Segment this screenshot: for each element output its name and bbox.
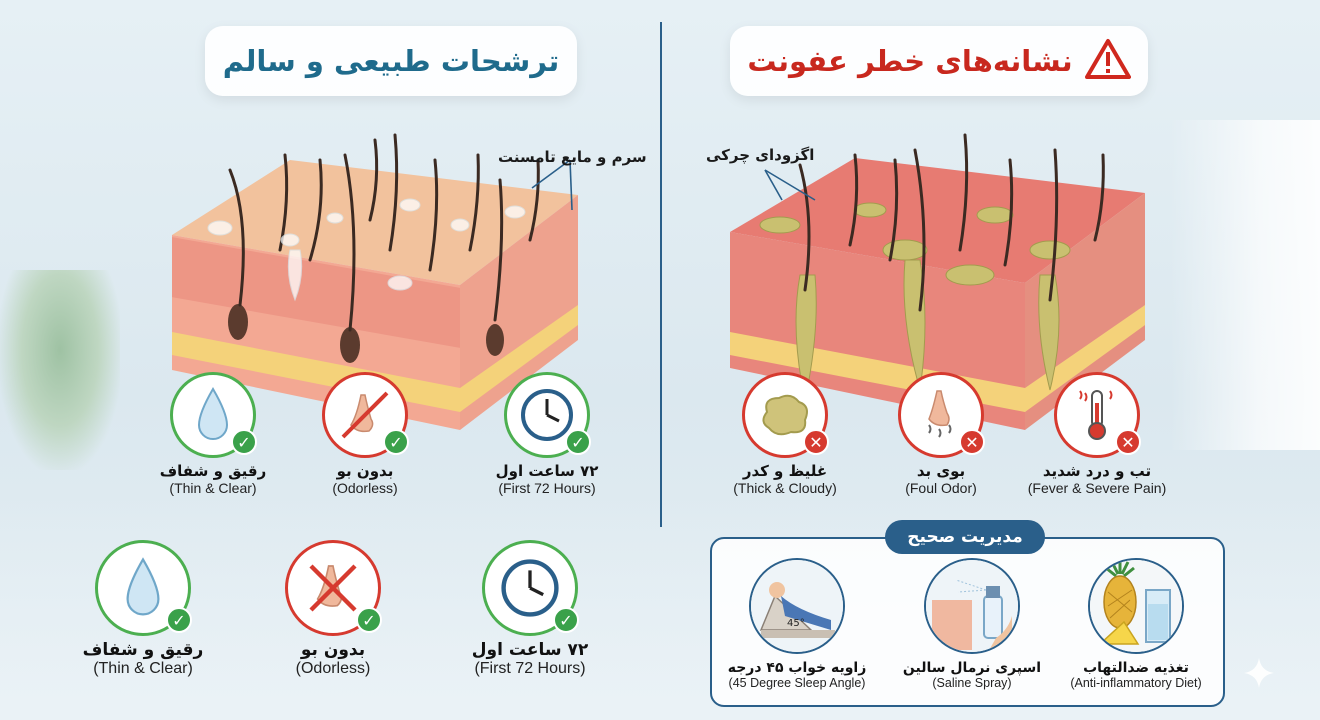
odorless-large-label-en: (Odorless) [295, 660, 371, 677]
check-icon: ✓ [231, 429, 257, 455]
first-72-large-label-en: (First 72 Hours) [474, 660, 586, 677]
management-title: مدیریت صحیح [885, 520, 1045, 554]
first-72-label-fa: ۷۲ ساعت اول [495, 462, 599, 480]
odorless-item-large: ✓ بدون بو (Odorless) [248, 540, 418, 678]
foul-odor-label-en: (Foul Odor) [905, 480, 977, 496]
diet-item: تغذیه ضدالتهاب (Anti-inflammatory Diet) [1056, 558, 1216, 690]
background-window [1170, 120, 1320, 450]
sleep-angle-label-en: (45 Degree Sleep Angle) [728, 676, 866, 690]
fever-label-fa: تب و درد شدید [1042, 462, 1152, 480]
pus-callout: اگزودای چرکی [706, 146, 815, 164]
thin-clear-large-label-fa: رقیق و شفاف [82, 640, 204, 660]
x-icon: ✕ [803, 429, 829, 455]
warning-icon [1084, 38, 1131, 84]
sleeping-angle-icon: 45° [749, 558, 845, 654]
smelling-nose-icon: ✕ [898, 372, 985, 458]
healthy-title-pill: ترشحات طبیعی و سالم [205, 26, 577, 96]
check-icon: ✓ [166, 607, 192, 633]
check-icon: ✓ [565, 429, 591, 455]
saline-spray-label-fa: اسپری نرمال سالین [902, 660, 1042, 676]
thick-cloudy-label-en: (Thick & Cloudy) [733, 480, 837, 496]
thin-clear-item: ✓ رقیق و شفاف (Thin & Clear) [128, 372, 298, 496]
sparkle-icon [1242, 656, 1276, 690]
center-divider [660, 22, 662, 527]
healthy-skin-illustration [160, 100, 580, 430]
background-plant [0, 270, 120, 470]
thin-clear-label-en: (Thin & Clear) [169, 480, 257, 496]
thin-clear-item-large: ✓ رقیق و شفاف (Thin & Clear) [58, 540, 228, 678]
crossed-nose-icon: ✓ [285, 540, 382, 636]
thin-clear-large-label-en: (Thin & Clear) [93, 660, 193, 677]
water-drop-icon: ✓ [170, 372, 257, 458]
pineapple-water-icon [1088, 558, 1184, 654]
infection-title: نشانه‌های خطر عفونت [747, 44, 1073, 78]
spray-bottle-icon [924, 558, 1020, 654]
first-72-large-label-fa: ۷۲ ساعت اول [471, 640, 589, 660]
diet-label-en: (Anti-inflammatory Diet) [1070, 676, 1202, 690]
diet-label-fa: تغذیه ضدالتهاب [1083, 660, 1189, 676]
fever-label-en: (Fever & Severe Pain) [1027, 480, 1167, 496]
odorless-item: ✓ بدون بو (Odorless) [280, 372, 450, 496]
water-drop-icon: ✓ [95, 540, 192, 636]
angle-label: 45° [787, 618, 805, 629]
sleep-angle-label-fa: زاویه خواب ۴۵ درجه [727, 660, 867, 676]
odorless-label-fa: بدون بو [336, 462, 394, 480]
pus-blob-icon: ✕ [742, 372, 829, 458]
sleep-angle-item: 45° زاویه خواب ۴۵ درجه (45 Degree Sleep … [717, 558, 877, 690]
check-icon: ✓ [356, 607, 382, 633]
foul-odor-label-fa: بوی بد [916, 462, 966, 480]
thin-clear-label-fa: رقیق و شفاف [159, 462, 267, 480]
x-icon: ✕ [959, 429, 985, 455]
saline-spray-label-en: (Saline Spray) [932, 676, 1012, 690]
odorless-label-en: (Odorless) [332, 480, 398, 496]
saline-spray-item: اسپری نرمال سالین (Saline Spray) [892, 558, 1052, 690]
clock-icon: ✓ [482, 540, 579, 636]
first-72-hours-item-large: ✓ ۷۲ ساعت اول (First 72 Hours) [445, 540, 615, 678]
thick-cloudy-label-fa: غلیظ و کدر [742, 462, 828, 480]
clock-icon: ✓ [504, 372, 591, 458]
thick-cloudy-item: ✕ غلیظ و کدر (Thick & Cloudy) [700, 372, 870, 496]
odorless-large-label-fa: بدون بو [300, 640, 366, 660]
healthy-title: ترشحات طبیعی و سالم [222, 44, 560, 78]
thermometer-icon: ✕ [1054, 372, 1141, 458]
check-icon: ✓ [383, 429, 409, 455]
infection-title-pill: نشانه‌های خطر عفونت [730, 26, 1148, 96]
fever-item: ✕ تب و درد شدید (Fever & Severe Pain) [1012, 372, 1182, 496]
x-icon: ✕ [1115, 429, 1141, 455]
foul-odor-item: ✕ بوی بد (Foul Odor) [856, 372, 1026, 496]
check-icon: ✓ [553, 607, 579, 633]
first-72-label-en: (First 72 Hours) [498, 480, 596, 496]
crossed-nose-icon: ✓ [322, 372, 409, 458]
serum-callout: سرم و مایع تامسنت [498, 148, 647, 166]
first-72-hours-item: ✓ ۷۲ ساعت اول (First 72 Hours) [462, 372, 632, 496]
